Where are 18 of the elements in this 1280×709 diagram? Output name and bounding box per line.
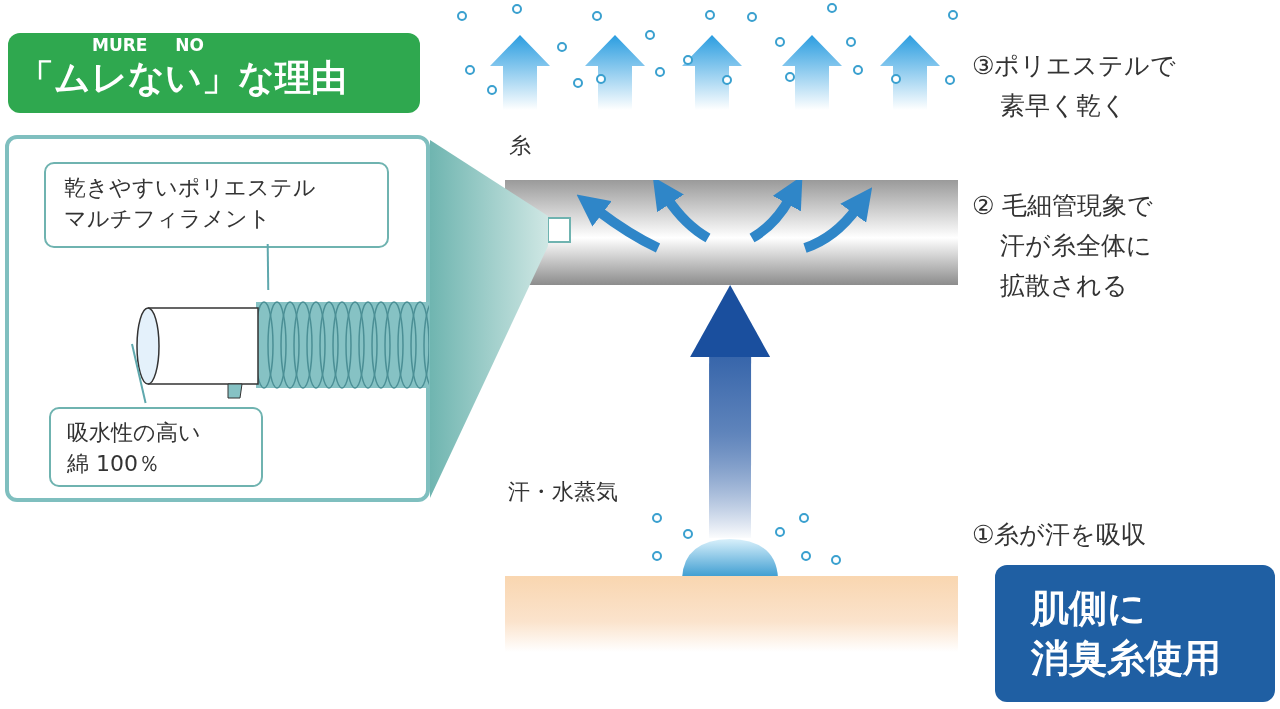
yarn-label: 糸 [509, 132, 531, 160]
title-text: 「ムレない」な理由 [18, 56, 348, 100]
note-text: 肌側に消臭糸使用 [1031, 585, 1222, 682]
leader-line [266, 243, 270, 291]
step-text: ③ポリエステルで素早く乾く [972, 50, 1178, 122]
callout-bubble [44, 162, 389, 248]
leader-line [131, 343, 147, 404]
magnified-panel [5, 135, 430, 502]
callout-bubble [49, 407, 263, 487]
callout-text: 吸水性の高い綿 100％ [67, 419, 202, 478]
title-banner [8, 33, 420, 113]
step-text: ② 毛細管現象で汗が糸全体に拡散される [972, 190, 1155, 302]
step-text: 汗・水蒸気 [508, 478, 619, 506]
step-text: ①糸が汗を吸収 [972, 519, 1148, 551]
callout-text: 乾きやすいポリエステルマルチフィラメント [64, 174, 317, 233]
note-panel [995, 565, 1275, 702]
sweat-drop [680, 538, 780, 578]
ruby-text: MURE NO [92, 35, 206, 55]
